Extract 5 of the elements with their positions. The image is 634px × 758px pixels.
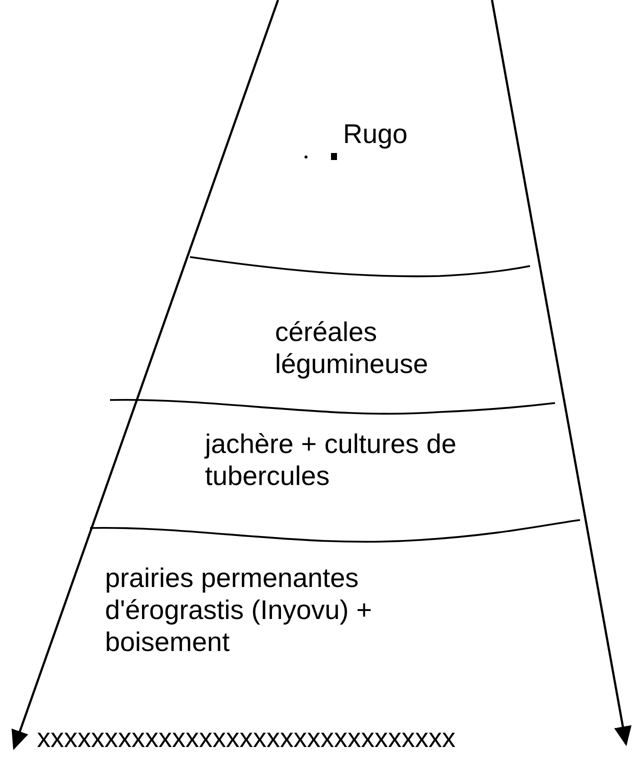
band-label: céréales légumineuse bbox=[275, 316, 430, 380]
band-label: prairies permenantes d'érograstis (Inyovu) + boisement bbox=[105, 562, 374, 658]
band-label: Rugo bbox=[343, 118, 408, 150]
label-text: xxxxxxxxxxxxxxxxxxxxxxxxxxxxxxx bbox=[37, 722, 456, 754]
band-label: jachère + cultures de tubercules bbox=[205, 428, 458, 492]
